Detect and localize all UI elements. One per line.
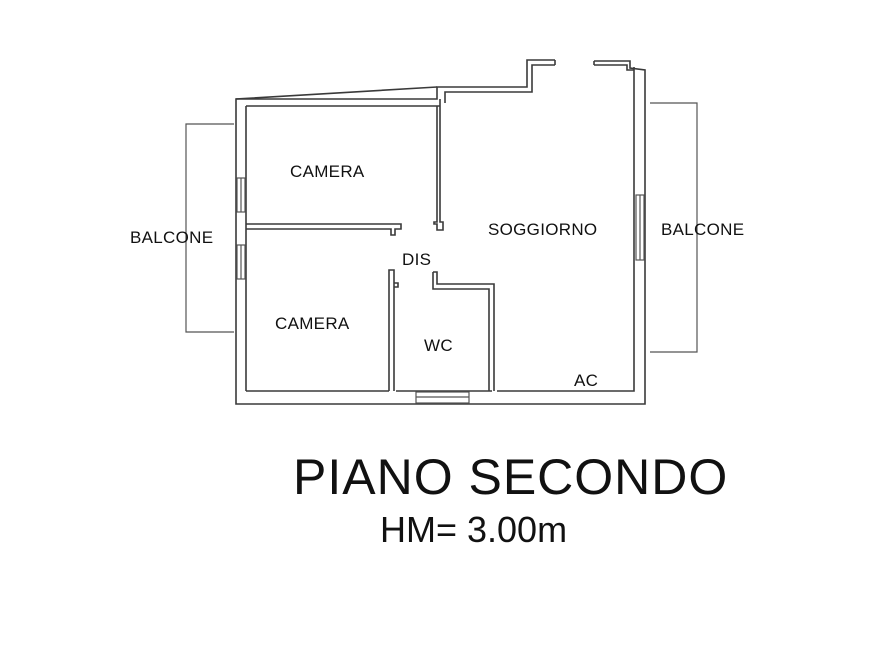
bottom-window xyxy=(415,391,470,404)
balcony-left xyxy=(185,123,234,333)
interior-walls xyxy=(246,99,495,391)
room-label-wc: WC xyxy=(424,336,453,355)
ceiling-height-note: HM= 3.00m xyxy=(380,509,568,550)
room-label-balcone-left: BALCONE xyxy=(130,228,214,247)
plan-title: PIANO SECONDO xyxy=(293,449,729,505)
balcony-right xyxy=(650,102,698,353)
room-label-dis: DIS xyxy=(402,250,432,269)
right-window xyxy=(635,194,645,261)
room-label-balcone-right: BALCONE xyxy=(661,220,745,239)
outer-walls xyxy=(235,59,646,405)
room-label-camera-bottom: CAMERA xyxy=(275,314,350,333)
room-label-ac: AC xyxy=(574,371,599,390)
left-windows xyxy=(236,177,246,280)
room-label-camera-top: CAMERA xyxy=(290,162,365,181)
room-label-soggiorno: SOGGIORNO xyxy=(488,220,598,239)
